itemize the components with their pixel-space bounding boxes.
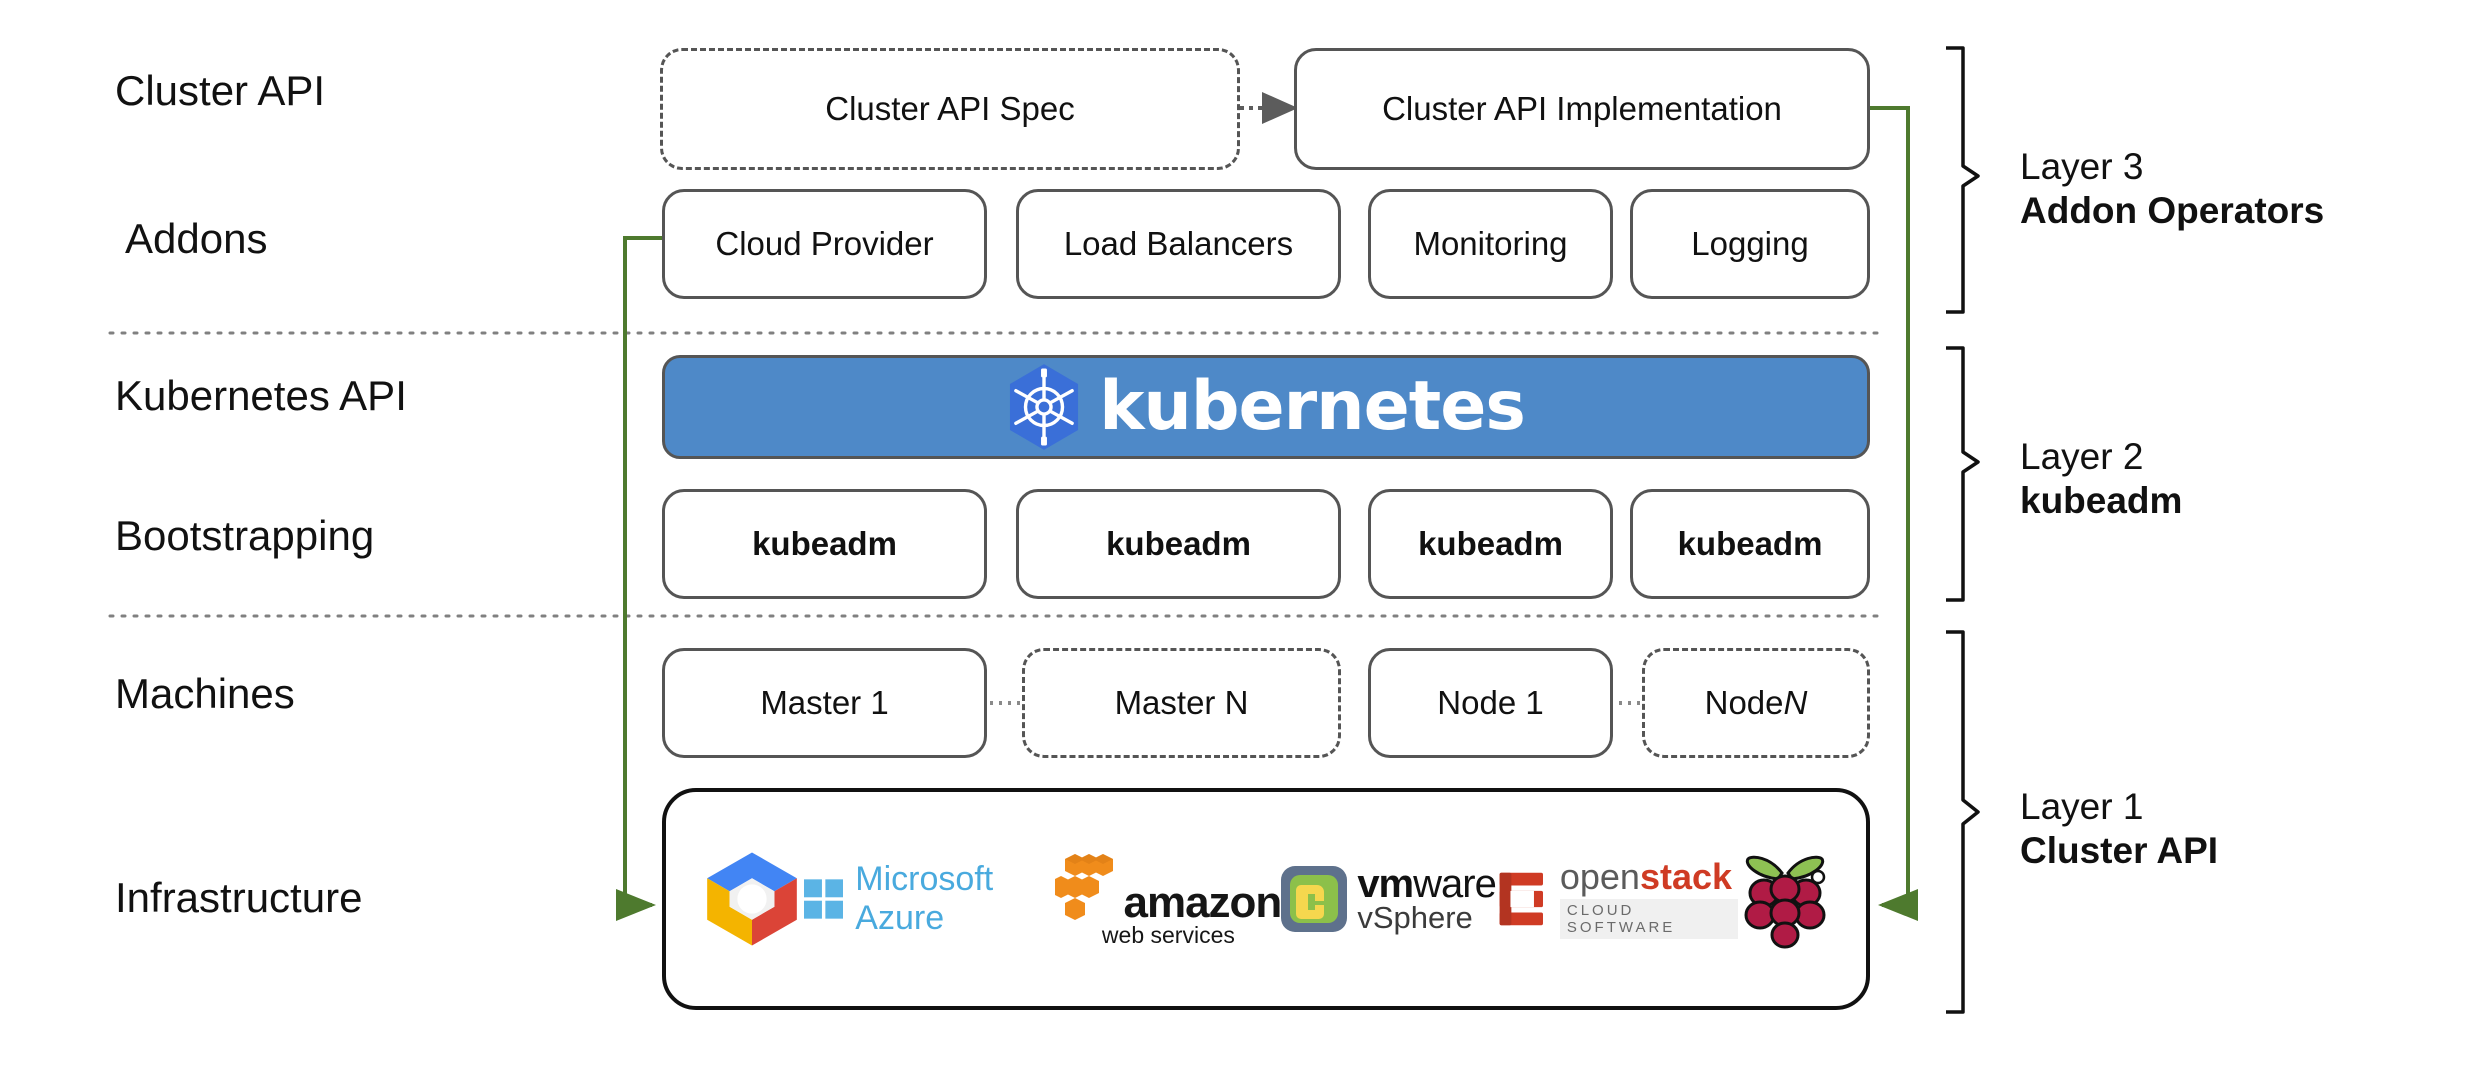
node-label: Monitoring — [1413, 225, 1568, 262]
node-kubeadm-4[interactable]: kubeadm — [1630, 489, 1870, 599]
openstack-wordmark-open: open — [1559, 856, 1640, 897]
node-label: Cloud Provider — [715, 225, 934, 262]
node-master-n[interactable]: Master N — [1022, 648, 1341, 758]
node-label: Master N — [1114, 684, 1249, 721]
node-label: Node 1 — [1437, 684, 1544, 721]
node-cluster-api-implementation[interactable]: Cluster API Implementation — [1294, 48, 1870, 170]
node-label: Cluster API Implementation — [1382, 90, 1782, 127]
row-label-bootstrapping: Bootstrapping — [115, 512, 375, 559]
logo-cell-microsoft-azure[interactable]: Microsoft Azure — [804, 860, 1055, 938]
node-master-1[interactable]: Master 1 — [662, 648, 987, 758]
node-label: Cluster API Spec — [825, 90, 1075, 127]
node-kubeadm-3[interactable]: kubeadm — [1368, 489, 1613, 599]
node-label: Load Balancers — [1063, 225, 1294, 262]
layer-2-line-1: Layer 2 — [2020, 436, 2144, 477]
logo-cell-openstack[interactable]: openstack CLOUD SOFTWARE — [1496, 859, 1738, 939]
kubernetes-banner[interactable]: kubernetes — [662, 355, 1870, 459]
openstack-icon — [1499, 872, 1543, 926]
vmware-wordmark: vmware — [1357, 862, 1497, 907]
node-label: kubeadm — [1418, 525, 1563, 562]
node-label: kubeadm — [1106, 525, 1251, 562]
aws-boxes-icon — [1055, 853, 1114, 920]
node-load-balancers[interactable]: Load Balancers — [1016, 189, 1341, 299]
logo-cell-google-cloud[interactable] — [700, 849, 804, 949]
node-cluster-api-spec[interactable]: Cluster API Spec — [660, 48, 1240, 170]
node-label: Master 1 — [760, 684, 889, 721]
layer-1-label: Layer 1 Cluster API — [2020, 785, 2218, 872]
google-cloud-logo — [707, 852, 797, 946]
row-label-cluster-api: Cluster API — [115, 67, 326, 114]
layer-3-bracket — [1946, 46, 1980, 314]
layer-2-line-2: kubeadm — [2020, 479, 2183, 521]
vsphere-icon — [1281, 866, 1348, 932]
aws-amazon-wordmark: amazon — [1123, 878, 1282, 928]
node-label: Logging — [1691, 225, 1809, 262]
logo-cell-amazon-web-services[interactable]: amazon web services — [1055, 852, 1282, 948]
row-label-machines: Machines — [115, 670, 295, 717]
layer-3-line-1: Layer 3 — [2020, 146, 2144, 187]
layer-3-label: Layer 3 Addon Operators — [2020, 145, 2324, 232]
node-monitoring[interactable]: Monitoring — [1368, 189, 1613, 299]
azure-wordmark: Microsoft Azure — [855, 860, 994, 937]
layer-1-bracket — [1946, 630, 1980, 1014]
logo-cell-vmware-vsphere[interactable]: vmware vSphere — [1281, 862, 1497, 936]
layer-2-label: Layer 2 kubeadm — [2020, 435, 2182, 522]
vmware-wordmark-light: ware — [1413, 862, 1497, 907]
layer-1-line-2: Cluster API — [2020, 829, 2219, 871]
node-logging[interactable]: Logging — [1630, 189, 1870, 299]
vmware-wordmark-bold: vm — [1357, 862, 1414, 907]
kubernetes-wordmark: kubernetes — [1099, 367, 1526, 446]
cloud-provider-to-infrastructure-arrow — [616, 236, 662, 921]
layer-3-line-2: Addon Operators — [2020, 189, 2325, 231]
node-label: Node — [1704, 684, 1784, 721]
node-label: kubeadm — [752, 525, 897, 562]
aws-subtitle: web services — [1101, 921, 1235, 948]
raspberry-pi-logo — [1744, 855, 1826, 949]
openstack-wordmark-stack: stack — [1639, 856, 1733, 897]
openstack-wordmark: openstack — [1560, 859, 1732, 895]
openstack-subtitle: CLOUD SOFTWARE — [1559, 899, 1738, 939]
layer-1-line-1: Layer 1 — [2020, 786, 2144, 827]
node-kubeadm-2[interactable]: kubeadm — [1016, 489, 1341, 599]
node-label: kubeadm — [1677, 525, 1823, 562]
infrastructure-box[interactable]: Microsoft Azure — [662, 788, 1870, 1010]
cluster-api-impl-to-infrastructure-arrow — [1870, 106, 1918, 921]
node-label-italic-suffix: N — [1783, 684, 1808, 721]
node-cloud-provider[interactable]: Cloud Provider — [662, 189, 987, 299]
node-kubeadm-1[interactable]: kubeadm — [662, 489, 987, 599]
kubernetes-helm-wheel-logo — [1010, 364, 1079, 450]
row-label-kubernetes-api: Kubernetes API — [115, 372, 407, 419]
row-label-addons: Addons — [125, 215, 268, 262]
microsoft-windows-icon — [804, 879, 844, 919]
logo-cell-raspberry-pi[interactable] — [1738, 847, 1832, 951]
node-node-n[interactable]: Node N — [1642, 648, 1870, 758]
node-node-1[interactable]: Node 1 — [1368, 648, 1613, 758]
vsphere-subtitle: vSphere — [1357, 900, 1473, 936]
row-label-infrastructure: Infrastructure — [115, 874, 363, 921]
layer-2-bracket — [1946, 346, 1980, 602]
